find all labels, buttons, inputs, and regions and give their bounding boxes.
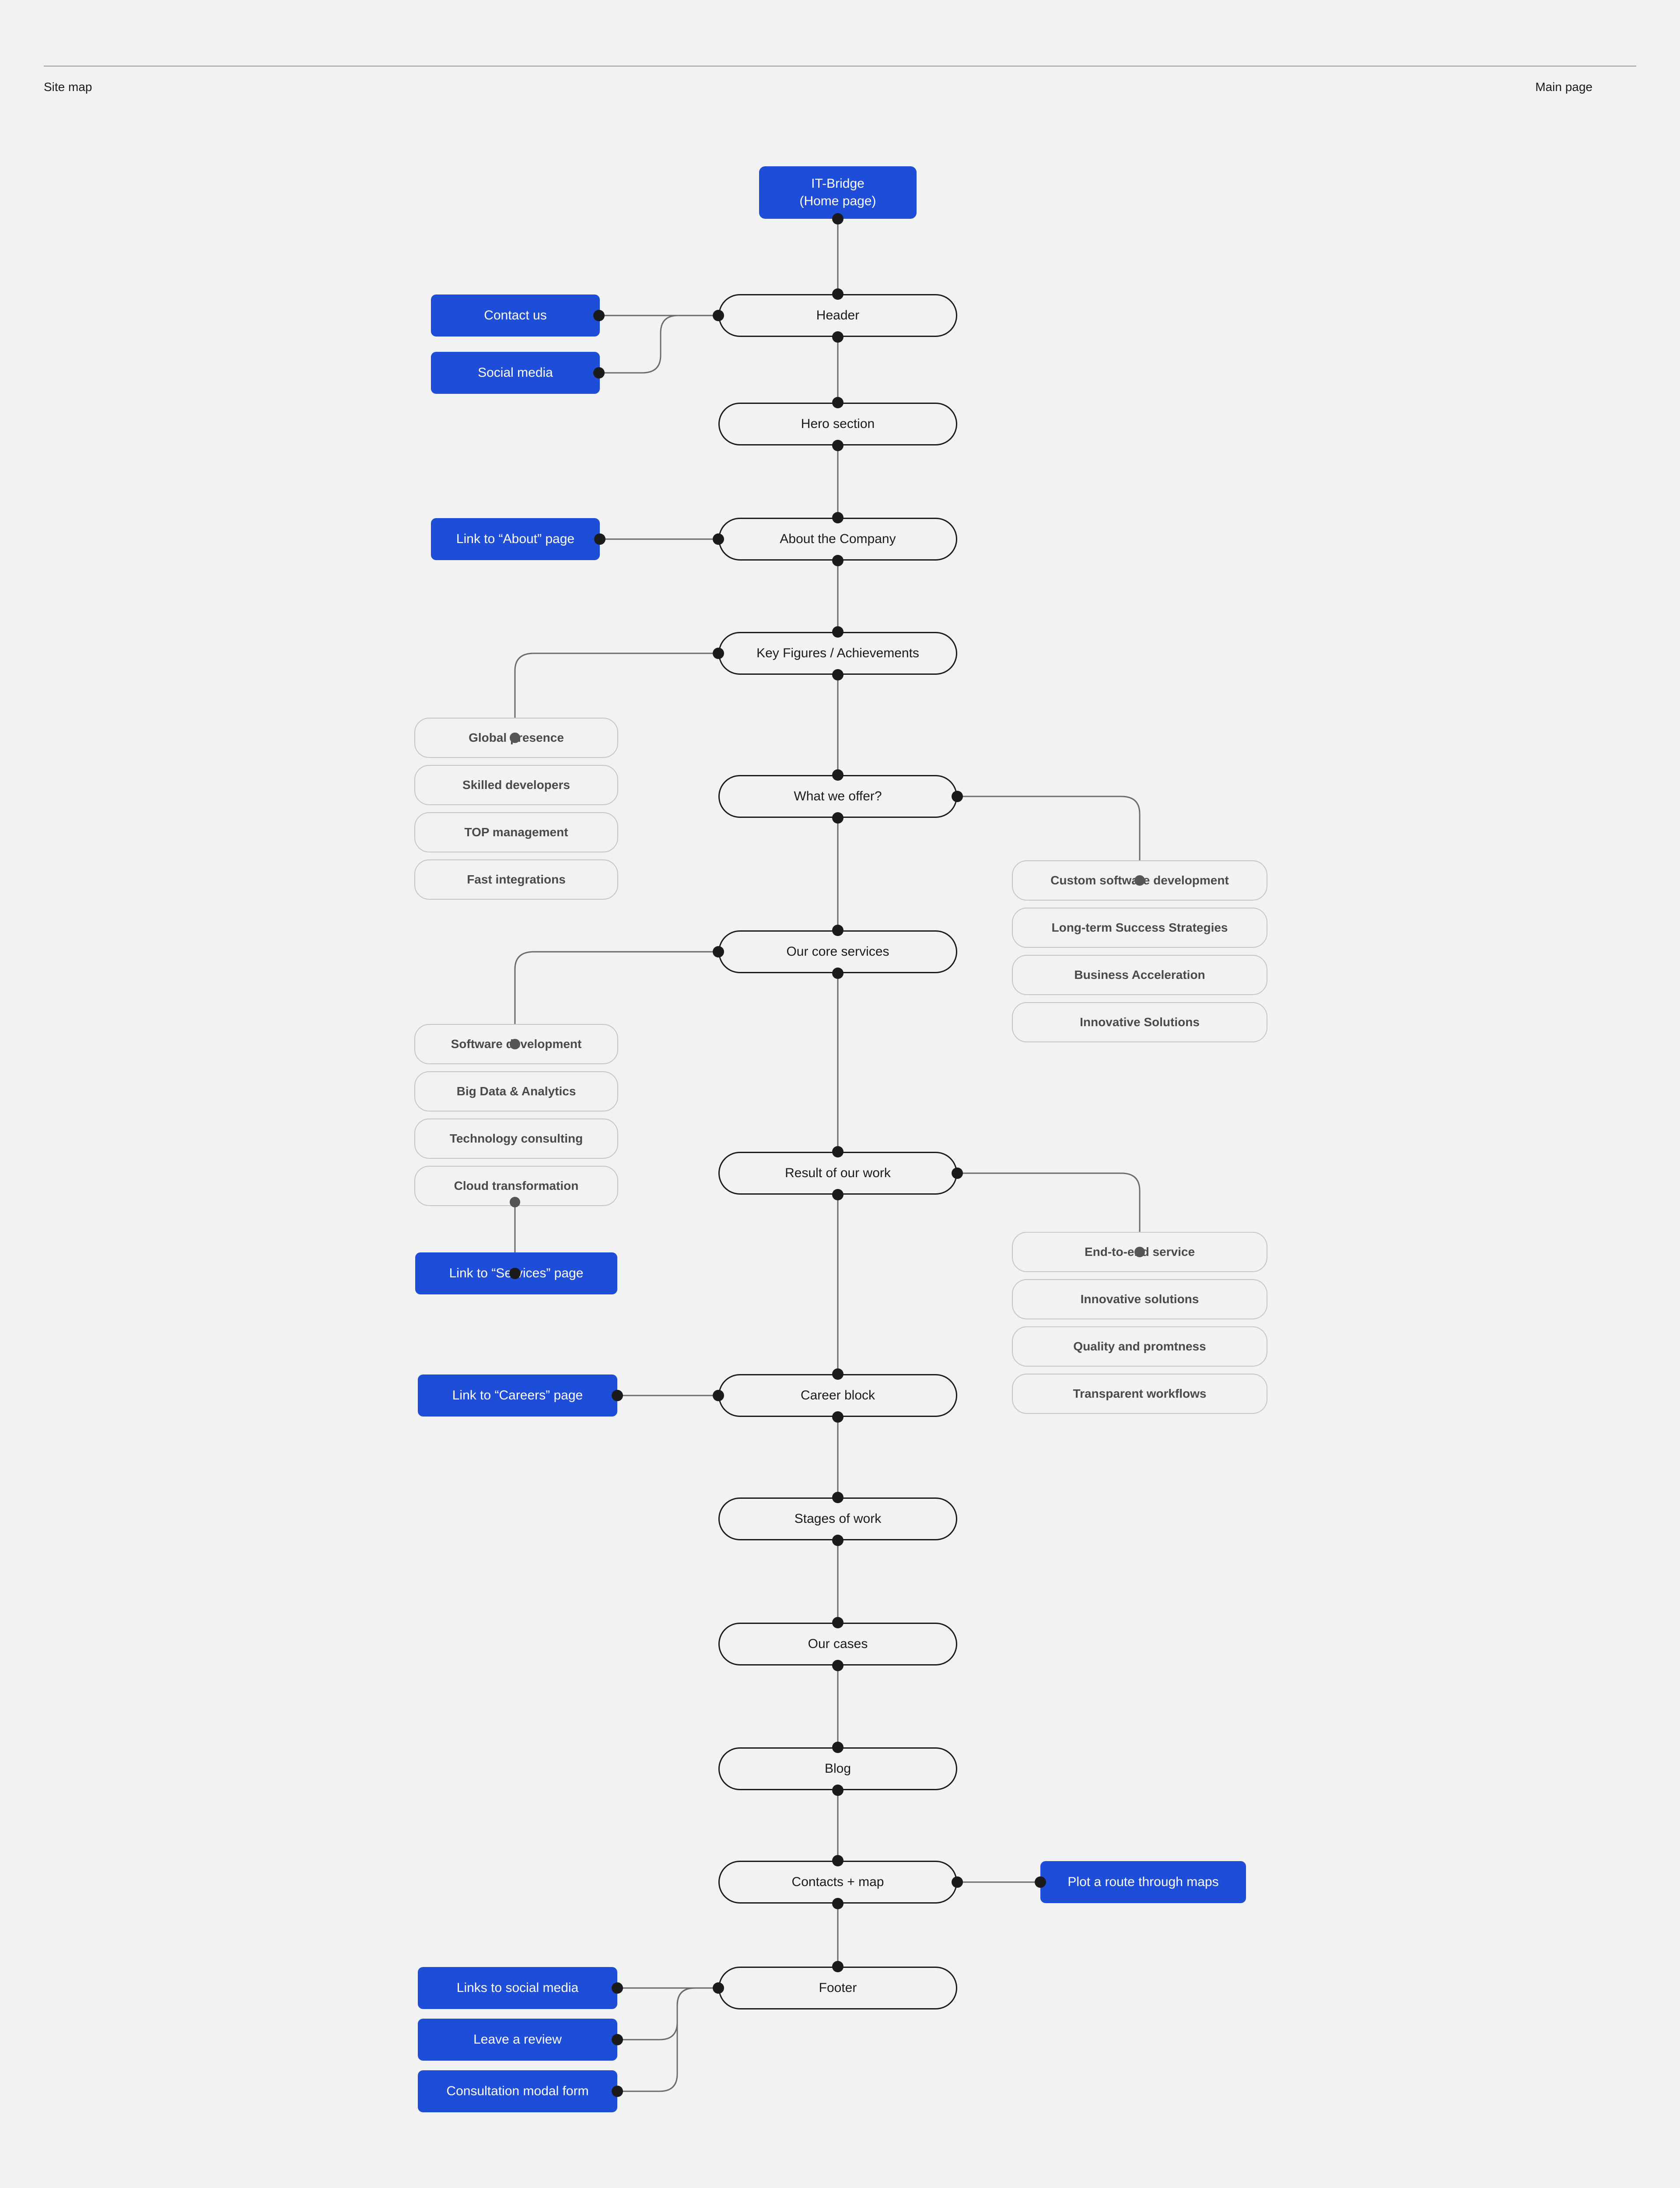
subnode-big-data-analytics[interactable]: Big Data & Analytics [414,1071,618,1112]
node-key-figures[interactable]: Key Figures / Achievements [718,632,957,675]
subnode-fast-integrations[interactable]: Fast integrations [414,859,618,900]
port-career-bottom [832,1411,844,1423]
port-contacts-bottom [832,1898,844,1909]
node-career-block[interactable]: Career block [718,1374,957,1417]
subnode-business-acceleration[interactable]: Business Acceleration [1012,955,1267,995]
port-offer-right [952,791,963,802]
breadcrumb-current: Main page [1535,80,1592,94]
port-cloud-transformation-bottom [510,1197,520,1207]
port-keyfigures-bottom [832,669,844,680]
node-home-page[interactable]: IT-Bridge (Home page) [759,166,917,219]
port-hero-bottom [832,440,844,451]
port-cases-top [832,1617,844,1628]
port-end-to-end-top [1134,1247,1145,1257]
port-about-top [832,512,844,523]
node-contact-us[interactable]: Contact us [431,295,600,337]
port-about-bottom [832,555,844,566]
node-contacts-map[interactable]: Contacts + map [718,1861,957,1904]
page-title: Site map [44,80,92,94]
port-contacts-top [832,1855,844,1866]
node-link-careers-page[interactable]: Link to “Careers” page [418,1375,617,1417]
port-custom-software-top [1134,875,1145,886]
port-social-media-right [593,367,605,379]
port-software-development-top [510,1039,520,1049]
port-hero-top [832,397,844,408]
port-result-right [952,1168,963,1179]
port-contacts-right [952,1876,963,1888]
header-divider [44,66,1636,67]
port-about-left [713,533,724,545]
port-career-left [713,1390,724,1401]
port-links-social-right [612,1982,623,1994]
node-footer[interactable]: Footer [718,1967,957,2009]
subnode-skilled-developers[interactable]: Skilled developers [414,765,618,805]
subnode-innovative-solutions-offer[interactable]: Innovative Solutions [1012,1002,1267,1042]
port-contact-us-right [593,310,605,321]
port-stages-bottom [832,1535,844,1546]
port-career-top [832,1368,844,1380]
port-link-about-right [594,533,606,545]
node-our-core-services[interactable]: Our core services [718,930,957,973]
node-stages-of-work[interactable]: Stages of work [718,1497,957,1540]
subnode-transparent-workflows[interactable]: Transparent workflows [1012,1374,1267,1414]
port-keyfigures-left [713,648,724,659]
subnode-technology-consulting[interactable]: Technology consulting [414,1119,618,1159]
subnode-quality-and-promtness[interactable]: Quality and promtness [1012,1326,1267,1367]
node-our-cases[interactable]: Our cases [718,1623,957,1666]
node-blog[interactable]: Blog [718,1747,957,1790]
port-keyfigures-top [832,626,844,638]
node-header[interactable]: Header [718,294,957,337]
subnode-global-presence[interactable]: Global presence [414,718,618,758]
node-about-the-company[interactable]: About the Company [718,518,957,561]
port-header-left [713,310,724,321]
port-global-presence-top [510,733,520,743]
port-offer-bottom [832,812,844,824]
port-plot-route-left [1035,1876,1046,1888]
subnode-innovative-solutions-result[interactable]: Innovative solutions [1012,1279,1267,1319]
node-consultation-modal-form[interactable]: Consultation modal form [418,2070,617,2112]
port-core-top [832,925,844,936]
port-leave-review-right [612,2034,623,2045]
port-link-careers-right [612,1390,623,1401]
port-footer-left [713,1982,724,1994]
node-what-we-offer[interactable]: What we offer? [718,775,957,818]
port-stages-top [832,1492,844,1503]
port-consultation-right [612,2086,623,2097]
node-hero-section[interactable]: Hero section [718,403,957,445]
node-social-media[interactable]: Social media [431,352,600,394]
subnode-top-management[interactable]: TOP management [414,812,618,852]
port-header-bottom [832,331,844,343]
port-footer-top [832,1961,844,1972]
port-core-left [713,946,724,957]
port-blog-top [832,1742,844,1753]
port-result-bottom [832,1189,844,1200]
node-result-of-our-work[interactable]: Result of our work [718,1152,957,1195]
port-header-top [832,288,844,300]
port-home-bottom [832,213,844,224]
port-blog-bottom [832,1785,844,1796]
port-offer-top [832,769,844,781]
node-link-about-page[interactable]: Link to “About” page [431,518,600,560]
port-link-services-top [509,1268,521,1279]
node-links-social-media[interactable]: Links to social media [418,1967,617,2009]
port-core-bottom [832,968,844,979]
node-plot-route-maps[interactable]: Plot a route through maps [1040,1861,1246,1903]
port-result-top [832,1146,844,1157]
subnode-long-term-success-strategies[interactable]: Long-term Success Strategies [1012,908,1267,948]
port-cases-bottom [832,1660,844,1671]
node-leave-review[interactable]: Leave a review [418,2019,617,2061]
